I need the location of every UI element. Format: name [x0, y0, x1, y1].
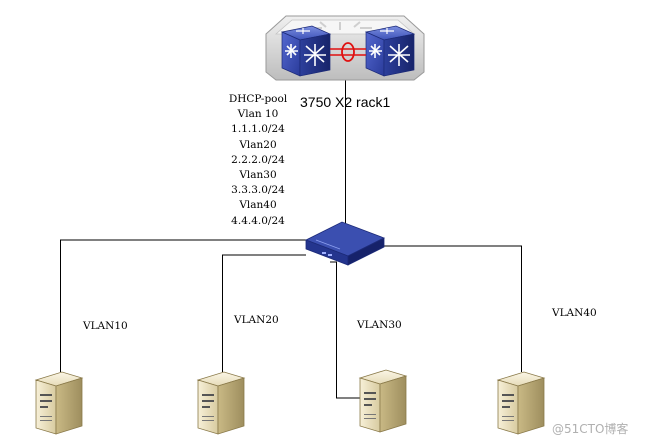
server-vlan30-icon [358, 369, 408, 433]
server-vlan10-icon [34, 371, 84, 435]
dhcp-pool-line: 4.4.4.0/24 [231, 214, 285, 227]
vlan40-label: VLAN40 [552, 307, 597, 319]
watermark: @51CTO博客 [552, 422, 629, 436]
links [60, 80, 522, 399]
dhcp-pool-line: 3.3.3.0/24 [231, 184, 285, 197]
link-vlan10 [60, 239, 312, 372]
dhcp-pool-line: DHCP-pool [228, 93, 288, 105]
link-vlan40 [384, 245, 522, 372]
dhcp-pool-line: 1.1.1.0/24 [231, 123, 285, 136]
link-vlan30 [330, 261, 360, 399]
dhcp-pool-line: Vlan 10 [237, 108, 279, 121]
dhcp-pool-line: Vlan20 [239, 138, 277, 151]
access-switch-icon [305, 221, 385, 266]
server-vlan20-icon [196, 371, 246, 435]
vlan20-label: VLAN20 [234, 314, 279, 326]
core-switch-label: 3750 X2 rack1 [300, 94, 391, 110]
vlan10-label: VLAN10 [83, 320, 128, 332]
stack-link-icon [330, 42, 366, 62]
switch-cube-left-icon [280, 25, 332, 77]
vlan30-label: VLAN30 [357, 319, 402, 331]
dhcp-pool-line: Vlan40 [239, 199, 277, 212]
dhcp-pool-line: 2.2.2.0/24 [231, 153, 285, 166]
link-vlan20 [222, 254, 306, 372]
dhcp-pool-text: DHCP-pool Vlan 10 1.1.1.0/24 Vlan20 2.2.… [210, 92, 306, 229]
core-switch-stack-icon [265, 15, 425, 81]
switch-cube-right-icon [364, 25, 416, 77]
server-vlan40-icon [496, 371, 546, 435]
dhcp-pool-line: Vlan30 [239, 169, 277, 182]
